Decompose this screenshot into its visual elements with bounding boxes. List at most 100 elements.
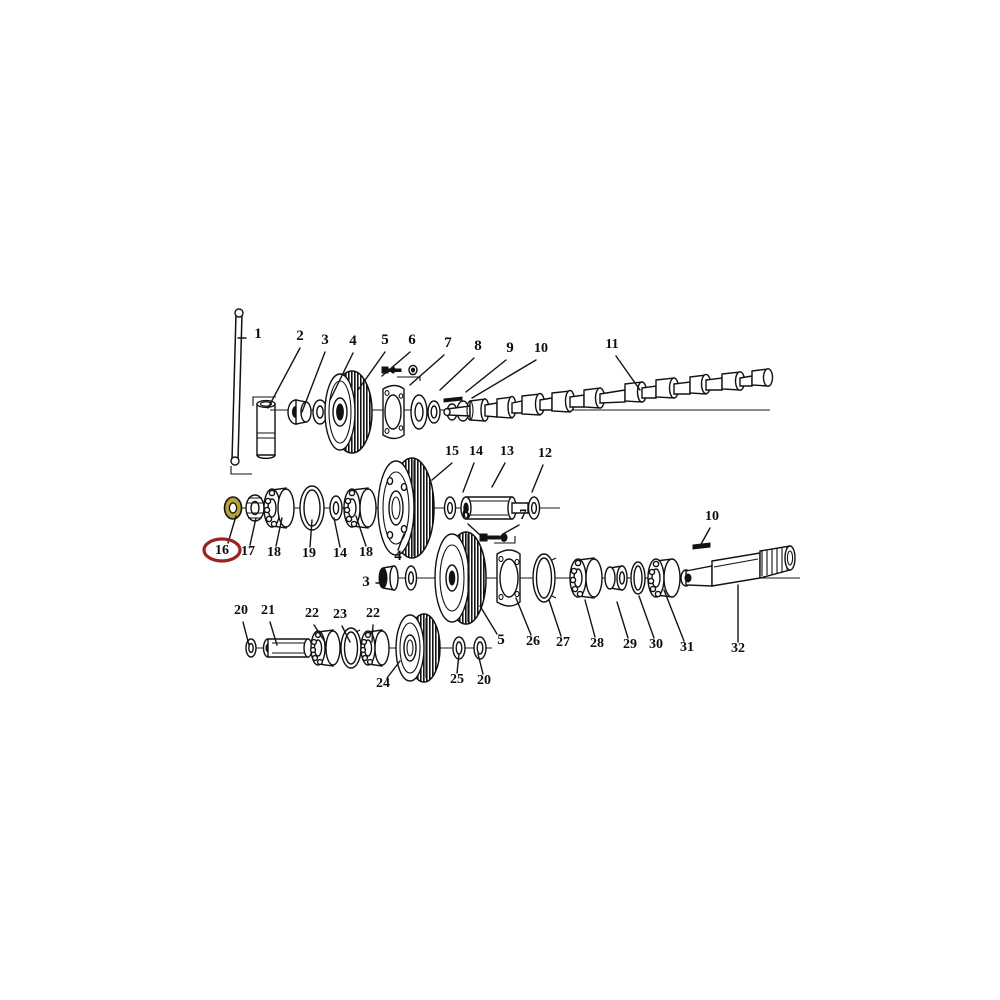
callout-label-21: 21 bbox=[261, 603, 275, 618]
callout-label-31: 31 bbox=[680, 640, 694, 655]
leader-line bbox=[355, 515, 367, 547]
part-26-bearing-retainer bbox=[496, 549, 521, 607]
callout-label-18: 18 bbox=[359, 545, 373, 560]
part-2-tappet bbox=[252, 396, 276, 460]
callout-label-32: 32 bbox=[731, 641, 745, 656]
part-29-spacer bbox=[604, 565, 628, 591]
part-18-ball-bearing-left bbox=[263, 487, 295, 529]
part-14-washer-right bbox=[443, 496, 457, 520]
row-1-assembly bbox=[230, 308, 774, 475]
leader-line bbox=[699, 527, 711, 547]
callout-label-23: 23 bbox=[333, 607, 347, 622]
leader-line bbox=[381, 351, 411, 377]
callout-label-7: 7 bbox=[444, 335, 452, 351]
part-28-ball-bearing bbox=[569, 557, 603, 599]
callout-label-9: 9 bbox=[506, 340, 514, 356]
callout-label-1: 1 bbox=[254, 326, 262, 342]
part-5-retainer-plate bbox=[382, 384, 405, 440]
part-5-main-drive-gear bbox=[434, 531, 487, 625]
part-24-cluster-gear bbox=[395, 613, 441, 683]
callout-label-4: 4 bbox=[349, 333, 357, 349]
callout-label-20: 20 bbox=[477, 673, 491, 688]
part-17-lock-washer bbox=[245, 494, 265, 522]
leader-line bbox=[439, 357, 475, 391]
callout-label-7: 7 bbox=[519, 507, 527, 523]
leader-line bbox=[431, 462, 453, 481]
part-15-idler-gear bbox=[377, 457, 435, 559]
leader-line bbox=[371, 624, 374, 643]
row-3-assembly bbox=[378, 531, 800, 625]
part-3-collar-spacer bbox=[287, 399, 328, 425]
callout-label-25: 25 bbox=[450, 672, 464, 687]
part-16-highlighted-washer[interactable] bbox=[223, 496, 243, 520]
callout-label-13: 13 bbox=[500, 444, 514, 459]
leader-line bbox=[242, 621, 250, 646]
part-22-ball-bearing-right bbox=[359, 629, 390, 667]
part-30-snap-ring bbox=[630, 561, 646, 595]
callout-label-30: 30 bbox=[649, 637, 663, 652]
part-19-retaining-ring bbox=[299, 485, 325, 531]
leader-line bbox=[341, 625, 351, 643]
leader-line bbox=[462, 462, 475, 493]
leader-line bbox=[479, 605, 498, 635]
part-23-snap-ring bbox=[340, 627, 362, 669]
leader-line bbox=[616, 601, 629, 639]
leader-line bbox=[249, 517, 257, 546]
leader-line bbox=[584, 599, 596, 638]
leader-line bbox=[502, 524, 520, 535]
part-4-washer-row3 bbox=[404, 565, 418, 591]
leader-line bbox=[663, 589, 685, 642]
leader-line bbox=[397, 533, 405, 551]
leader-line bbox=[267, 347, 301, 409]
part-20-washer-right bbox=[473, 636, 487, 660]
leader-line bbox=[531, 464, 544, 493]
leader-line bbox=[456, 653, 460, 674]
part-32-output-shaft bbox=[680, 542, 796, 587]
part-14-washer-mid bbox=[329, 495, 343, 521]
leader-line bbox=[309, 519, 313, 548]
leader-line bbox=[515, 597, 532, 636]
leader-line bbox=[491, 462, 506, 488]
part-7-washer bbox=[397, 364, 441, 430]
leader-line bbox=[548, 599, 562, 637]
leader-line bbox=[269, 621, 278, 646]
leader-line bbox=[638, 595, 655, 639]
leader-line bbox=[477, 653, 484, 675]
part-6-bolt-lower bbox=[479, 533, 501, 542]
part-21-countershaft bbox=[262, 638, 313, 658]
part-11-camshaft bbox=[443, 368, 774, 422]
callout-label-3: 3 bbox=[362, 574, 370, 590]
part-31-ball-bearing bbox=[647, 558, 681, 598]
callout-label-16: 16 bbox=[215, 543, 229, 558]
part-8-woodruff-key bbox=[443, 396, 463, 403]
leader-line bbox=[615, 355, 641, 391]
part-18-ball-bearing-right bbox=[343, 487, 377, 529]
callout-label-19: 19 bbox=[302, 546, 316, 561]
callout-label-10: 10 bbox=[705, 509, 719, 524]
leader-line bbox=[471, 359, 537, 399]
row-2-assembly bbox=[223, 457, 560, 559]
leader-line bbox=[333, 517, 341, 548]
callout-leader-lines bbox=[227, 337, 739, 679]
callout-label-26: 26 bbox=[526, 634, 540, 649]
leader-line bbox=[409, 354, 445, 386]
callout-label-10: 10 bbox=[534, 341, 548, 356]
callout-label-18: 18 bbox=[267, 545, 281, 560]
leader-line bbox=[465, 359, 507, 393]
leader-line bbox=[357, 351, 386, 391]
callout-label-15: 15 bbox=[445, 444, 459, 459]
callout-label-8: 8 bbox=[474, 338, 482, 354]
leader-line bbox=[275, 517, 283, 547]
callout-label-3: 3 bbox=[321, 332, 329, 348]
callout-label-6: 6 bbox=[408, 332, 416, 348]
leader-line bbox=[301, 351, 326, 413]
callout-label-2: 2 bbox=[296, 328, 304, 344]
callout-label-22: 22 bbox=[305, 606, 319, 621]
callout-label-24: 24 bbox=[376, 676, 390, 691]
highlight-ellipse-annotation[interactable] bbox=[202, 537, 242, 563]
part-27-snap-ring bbox=[532, 553, 557, 603]
row-4-assembly bbox=[245, 613, 492, 683]
